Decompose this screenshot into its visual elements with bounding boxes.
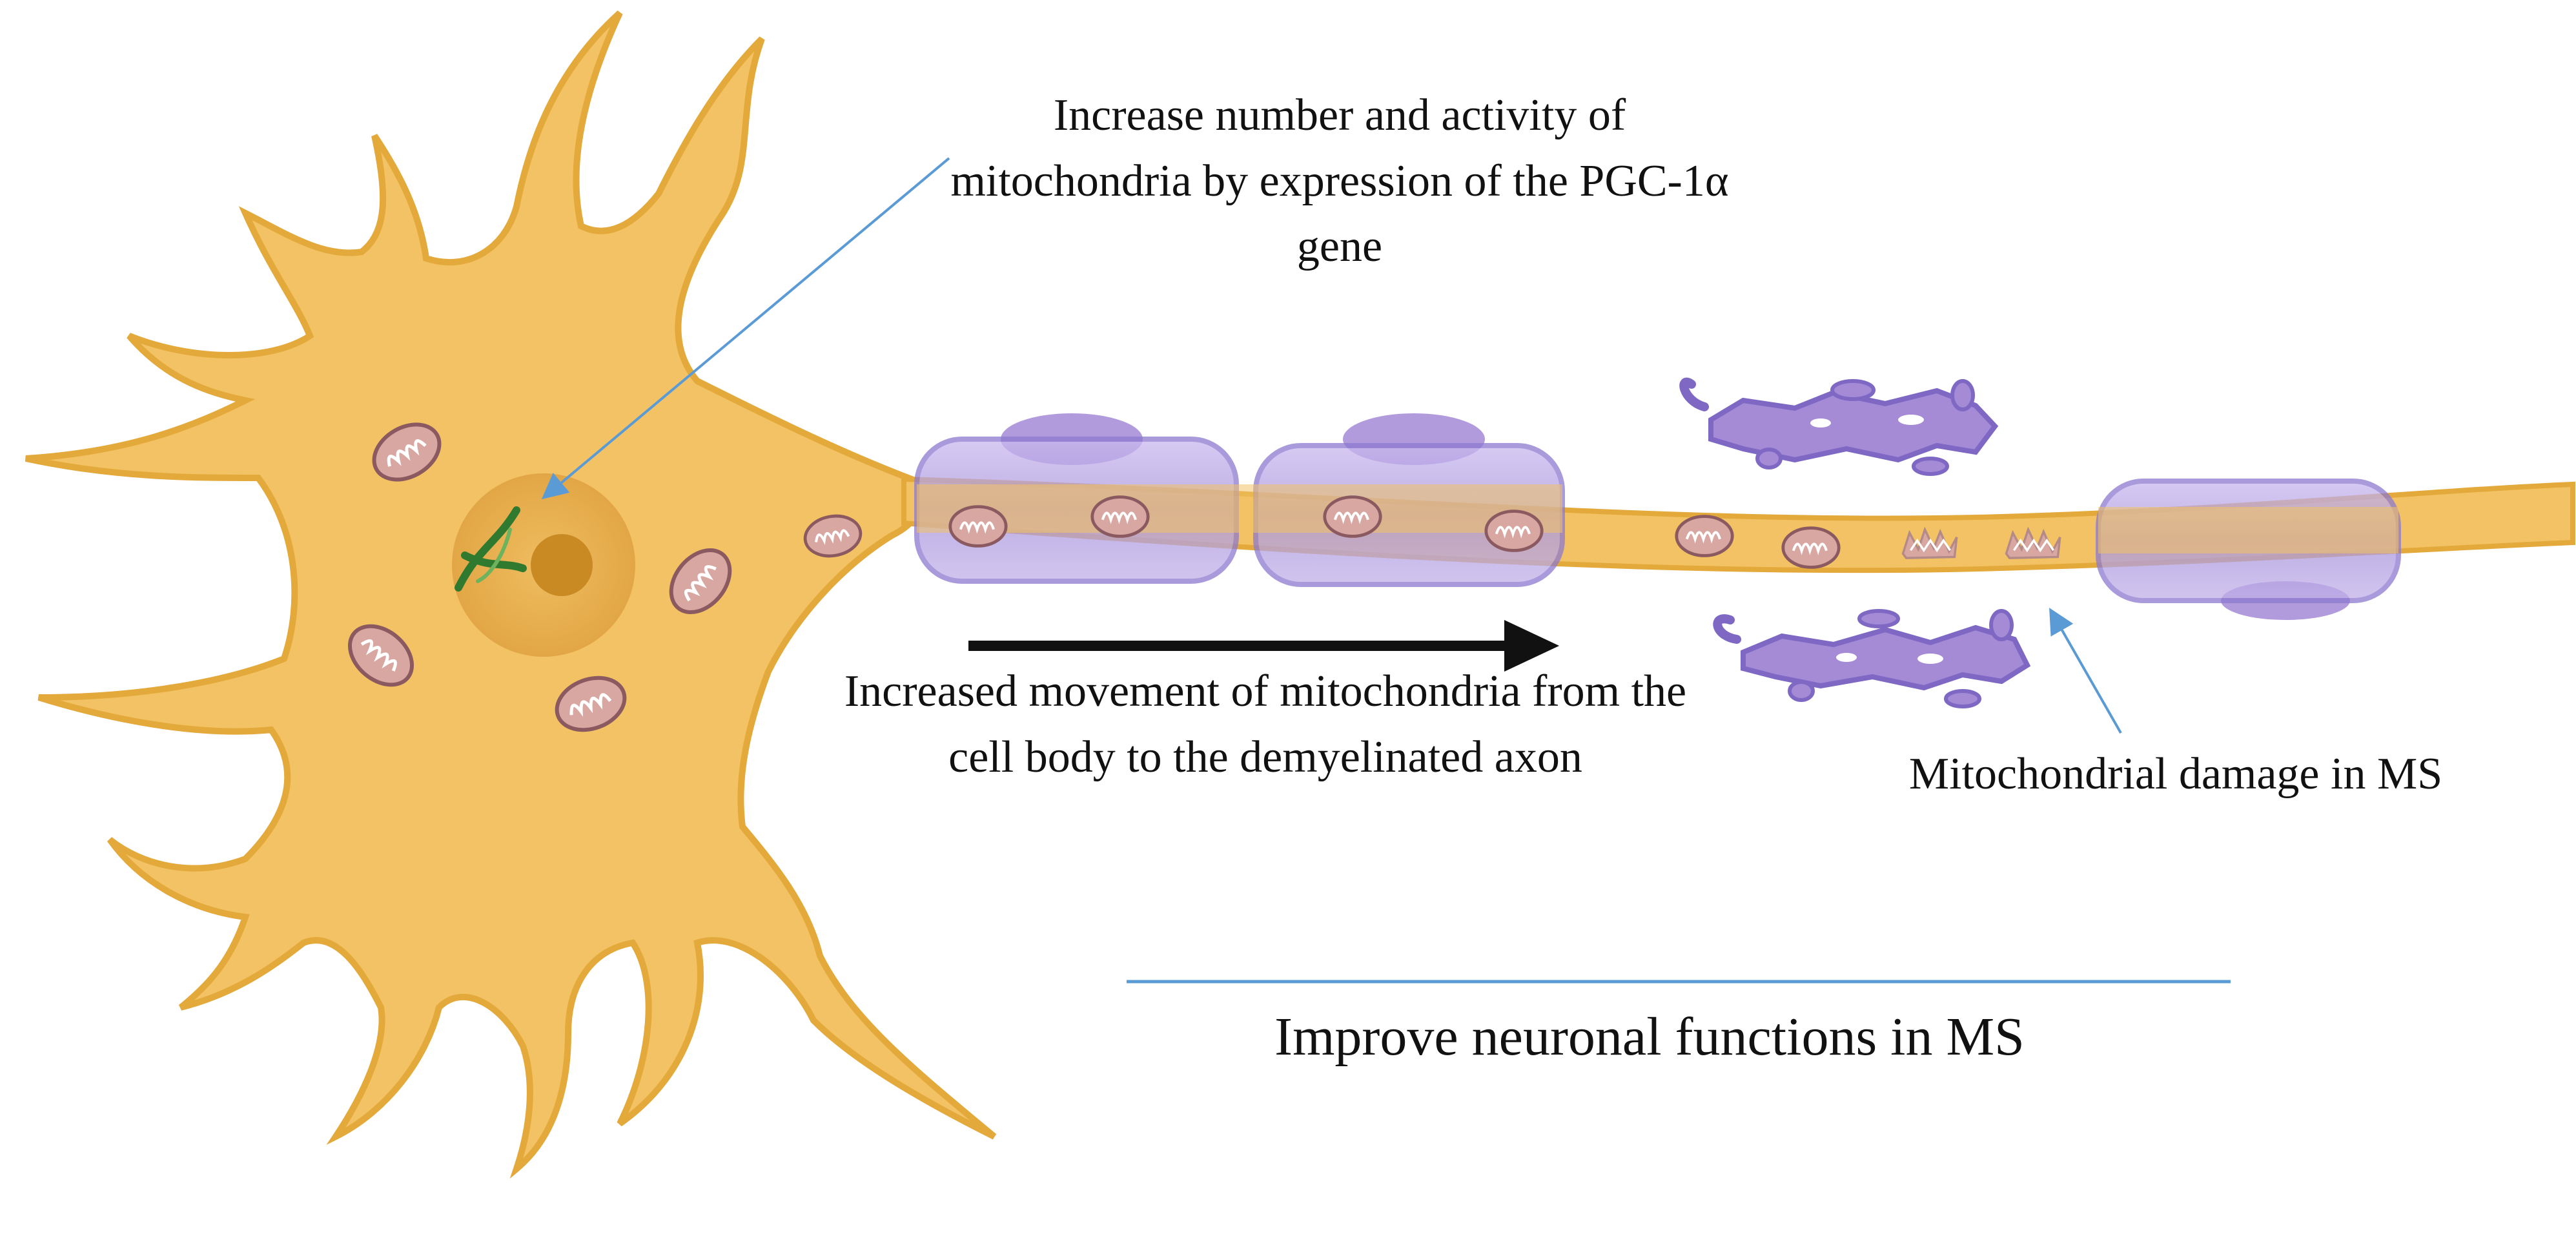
- mitochondrion-icon: [950, 507, 1006, 546]
- mitochondrion-icon: [1486, 511, 1542, 551]
- dna-icon: [455, 506, 527, 592]
- outcome-label: Improve neuronal functions in MS: [1274, 1007, 2025, 1067]
- mitochondrion-icon: [1783, 528, 1839, 568]
- myelin-debris-bottom: [1713, 609, 2031, 708]
- mitochondrion-icon: [1092, 497, 1148, 537]
- transport-label: Increased movement of mitochondria from …: [844, 666, 1687, 782]
- mitochondrion-icon: [1325, 497, 1380, 537]
- myelin-debris-top: [1679, 377, 1999, 476]
- damage-label: Mitochondrial damage in MS: [1908, 749, 2443, 799]
- transport-arrow-icon: [968, 620, 1559, 672]
- myelin-sheath-right: [2096, 479, 2401, 620]
- mitochondrion-icon: [1677, 517, 1732, 556]
- pgc-pointer-line: [541, 157, 950, 500]
- pgc-gene-label: Increase number and activity of mitochon…: [950, 90, 1729, 271]
- nucleus: [452, 473, 635, 657]
- damage-pointer-line: [2049, 608, 2122, 734]
- myelin-sheaths-intact: [914, 413, 1565, 587]
